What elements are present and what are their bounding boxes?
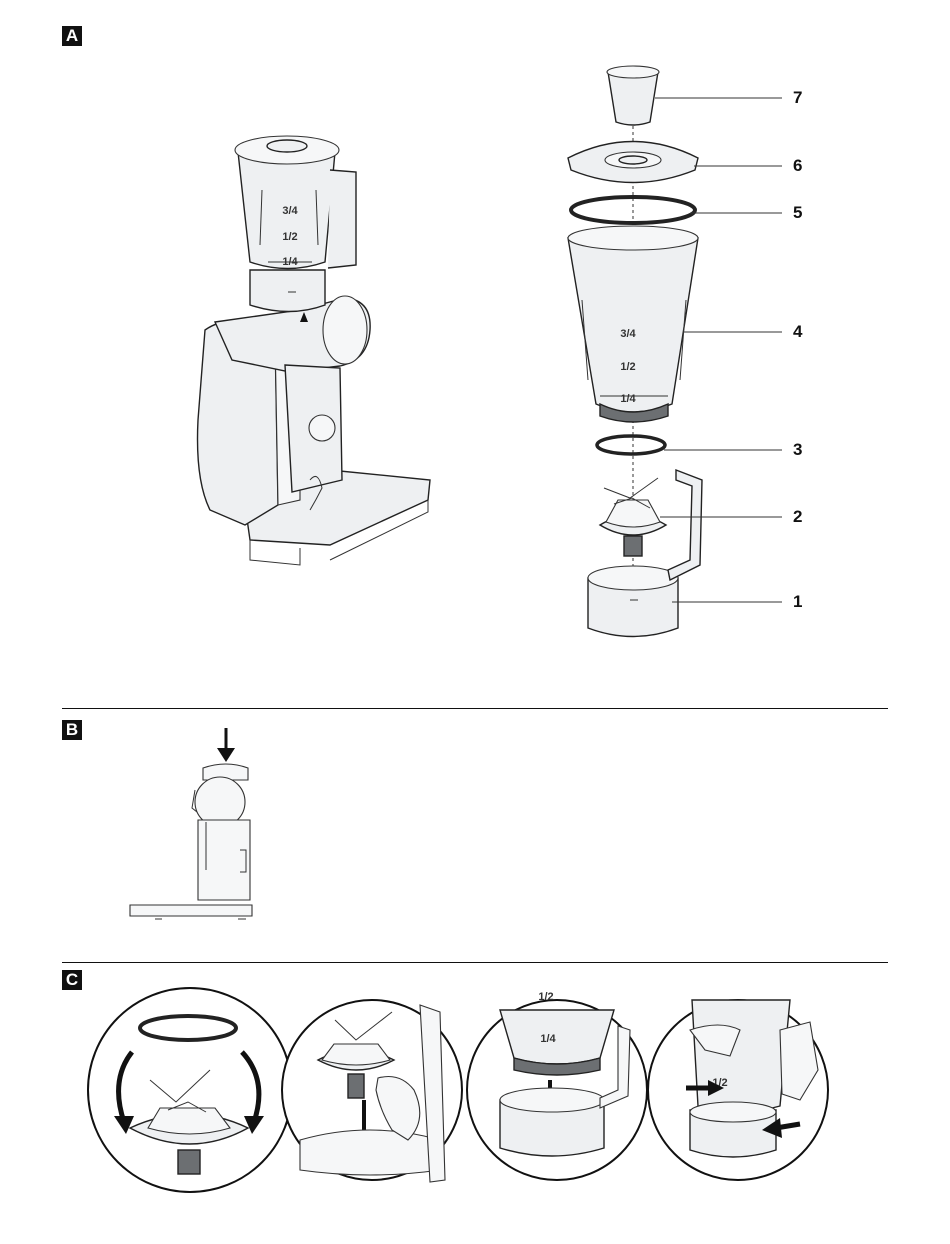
step3-jar-mark-quarter: 1/4 <box>540 1033 556 1045</box>
step-3-circle: 1/2 1/4 <box>467 991 647 1180</box>
step3-jar-mark-half: 1/2 <box>538 991 553 1003</box>
step-4-circle: 1/2 <box>648 1000 828 1180</box>
step-2-circle <box>282 1000 462 1182</box>
step-1-circle <box>88 988 292 1192</box>
